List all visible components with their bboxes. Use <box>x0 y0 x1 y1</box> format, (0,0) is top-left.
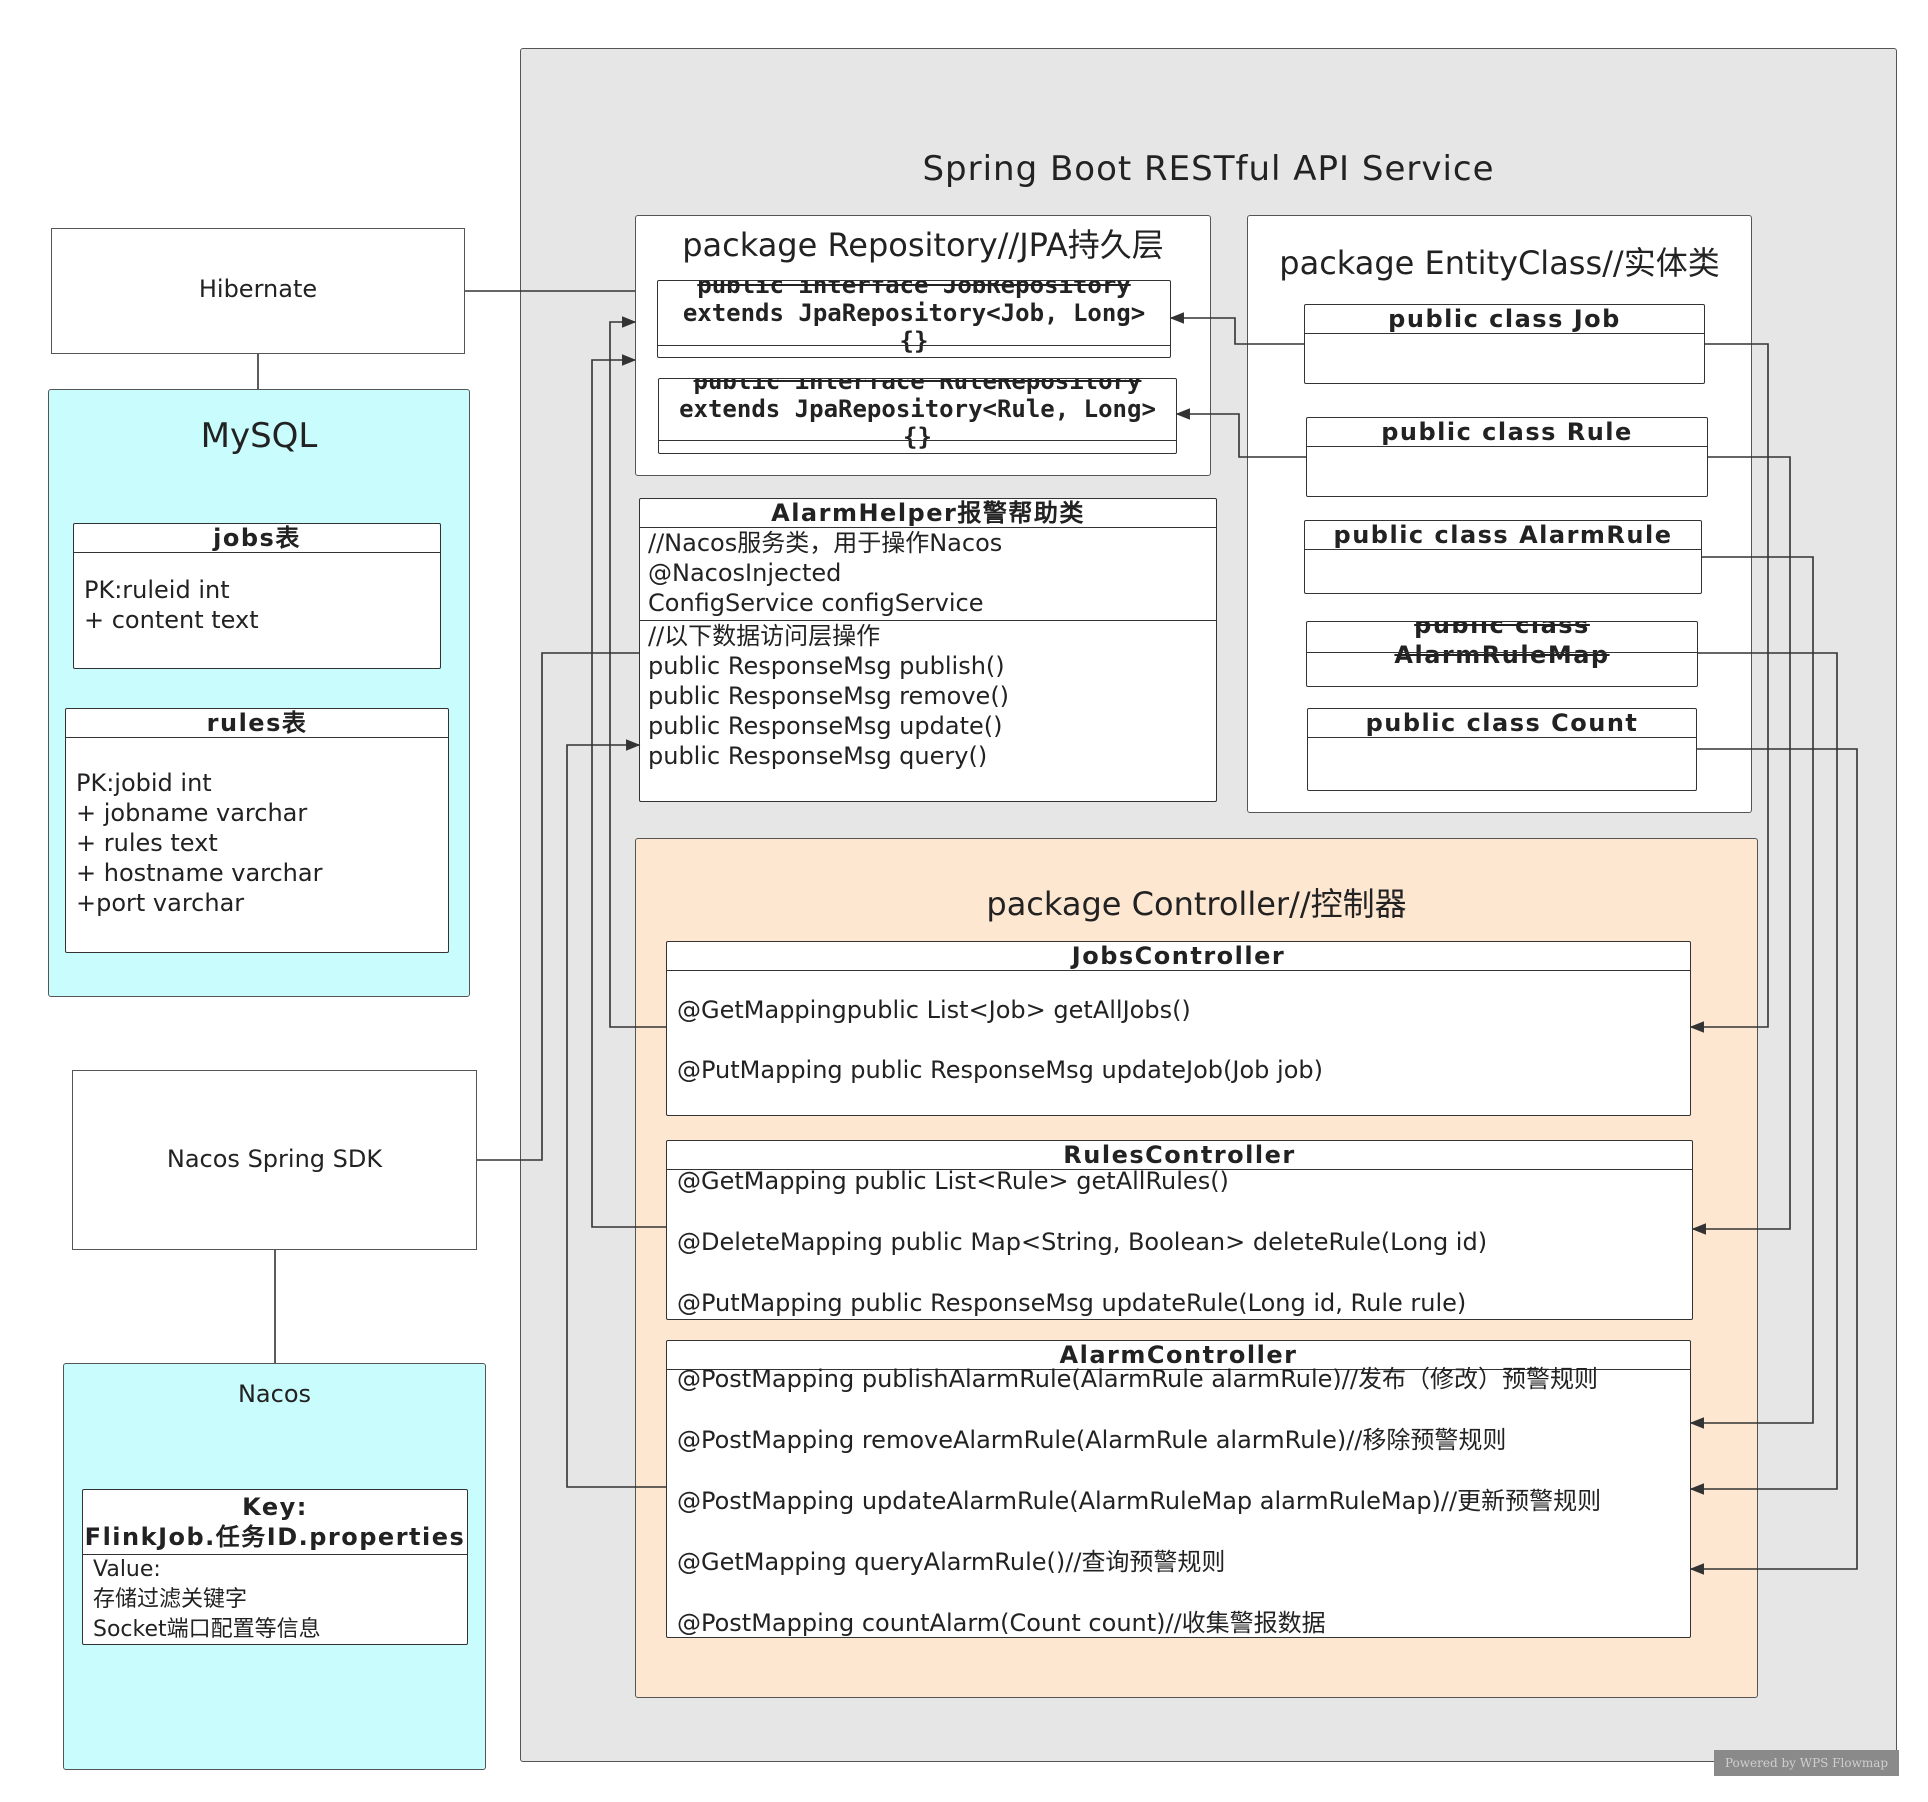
alarm-controller-name: AlarmController <box>667 1341 1690 1370</box>
alarm-controller-method: @GetMapping queryAlarmRule()//查询预警规则 <box>677 1548 1226 1576</box>
alarm-helper-method: public ResponseMsg query() <box>648 742 988 770</box>
nacos-title: Nacos <box>237 1380 312 1408</box>
entity-class-rule: public class Rule <box>1306 417 1708 497</box>
entity-class-count: public class Count <box>1307 708 1697 791</box>
alarm-helper-method: public ResponseMsg remove() <box>648 682 1010 710</box>
rules-controller-method: @GetMapping public List<Rule> getAllRule… <box>677 1167 1229 1195</box>
alarm-helper-method: public ResponseMsg update() <box>648 712 1003 740</box>
alarm-helper-fields: //Nacos服务类，用于操作Nacos @NacosInjected Conf… <box>640 528 1216 621</box>
entity-class-alarmrulemap-line2: AlarmRuleMap <box>1394 641 1610 669</box>
connector-alarmctrl-helper <box>566 739 666 1488</box>
rule-repo-line1: public interface RuleRepository <box>693 378 1142 395</box>
jobs-table-name: jobs表 <box>74 524 440 553</box>
rules-table-field: + jobname varchar <box>76 799 308 827</box>
nacos-container: Nacos Key: FlinkJob.任务ID.properties Valu… <box>63 1363 486 1770</box>
jobs-controller-name: JobsController <box>667 942 1690 971</box>
entity-class-count-name: public class Count <box>1308 709 1696 738</box>
connector-rule-rulerepo <box>1175 408 1306 458</box>
connector-jobsctrl-jobrepo <box>609 316 666 1028</box>
entity-class-alarmrule: public class AlarmRule <box>1304 520 1702 594</box>
nacos-sdk-label: Nacos Spring SDK <box>166 1145 383 1173</box>
entity-class-alarmrulemap: public class AlarmRuleMap <box>1306 621 1698 687</box>
mysql-title: MySQL <box>200 416 318 456</box>
watermark: Powered by WPS Flowmap <box>1714 1750 1899 1776</box>
rules-table-name: rules表 <box>66 709 448 738</box>
alarm-controller-method: @PostMapping publishAlarmRule(AlarmRule … <box>677 1365 1598 1393</box>
alarm-helper-method: //以下数据访问层操作 <box>648 622 881 650</box>
rule-repo-line3: {} <box>903 423 932 451</box>
entity-title: package EntityClass//实体类 <box>1279 244 1720 282</box>
alarm-controller-method: @PostMapping removeAlarmRule(AlarmRule a… <box>677 1426 1507 1454</box>
alarm-helper-field: ConfigService configService <box>648 589 984 617</box>
connector-job-jobsctrl <box>1689 343 1769 1033</box>
job-repo-line2: extends JpaRepository<Job, Long> <box>682 299 1146 327</box>
nacos-sdk-box: Nacos Spring SDK <box>72 1070 477 1250</box>
nacos-key-header: Key: FlinkJob.任务ID.properties <box>83 1490 467 1555</box>
connector-count-alarmctrl <box>1689 748 1858 1575</box>
service-title: Spring Boot RESTful API Service <box>922 149 1495 189</box>
job-repo-line3: {} <box>899 327 929 355</box>
job-repository-interface: public interface JobRepository extends J… <box>657 280 1171 358</box>
nacos-value-line: Value: <box>93 1557 161 1582</box>
nacos-key-box: Key: FlinkJob.任务ID.properties Value: 存储过… <box>82 1489 468 1645</box>
jobs-table: jobs表 PK:ruleid int + content text <box>73 523 441 669</box>
jobs-controller-method: @GetMappingpublic List<Job> getAllJobs() <box>677 996 1191 1024</box>
nacos-key-line1: Key: <box>242 1493 308 1521</box>
alarm-controller-method: @PostMapping countAlarm(Count count)//收集… <box>677 1609 1326 1637</box>
alarm-controller: AlarmController @PostMapping publishAlar… <box>666 1340 1691 1638</box>
connector-alarmrule-alarmctrl <box>1689 556 1814 1429</box>
nacos-value-line: 存储过滤关键字 <box>93 1587 248 1612</box>
alarm-helper-methods: //以下数据访问层操作 public ResponseMsg publish()… <box>640 621 1216 771</box>
rules-controller-method: @DeleteMapping public Map<String, Boolea… <box>677 1228 1488 1256</box>
job-repo-line1: public interface JobRepository <box>697 280 1131 299</box>
connector-alarmrulemap-alarmctrl <box>1689 652 1838 1495</box>
connector-rule-rulesctrl <box>1691 456 1791 1235</box>
rules-table-field: +port varchar <box>76 889 245 917</box>
rule-repo-line2: extends JpaRepository<Rule, Long> <box>679 395 1156 423</box>
jobs-table-field: PK:ruleid int <box>84 576 230 604</box>
rule-repository-interface: public interface RuleRepository extends … <box>658 378 1177 454</box>
jobs-controller-method: @PutMapping public ResponseMsg updateJob… <box>677 1056 1323 1084</box>
alarm-controller-method: @PostMapping updateAlarmRule(AlarmRuleMa… <box>677 1487 1602 1515</box>
alarm-helper-field: @NacosInjected <box>648 559 842 587</box>
entity-class-job-name: public class Job <box>1305 305 1704 334</box>
connector-rulesctrl-rulerepo <box>591 354 666 1228</box>
entity-class-alarmrule-name: public class AlarmRule <box>1305 521 1701 550</box>
rules-controller-method: @PutMapping public ResponseMsg updateRul… <box>677 1289 1467 1317</box>
rules-table-field: PK:jobid int <box>76 769 212 797</box>
connector-sdk-alarmhelper <box>477 652 639 1161</box>
rules-table: rules表 PK:jobid int + jobname varchar + … <box>65 708 449 953</box>
controller-title: package Controller//控制器 <box>986 885 1407 923</box>
entity-class-job: public class Job <box>1304 304 1705 384</box>
hibernate-box: Hibernate <box>51 228 465 354</box>
rules-controller: RulesController @GetMapping public List<… <box>666 1140 1693 1320</box>
jobs-controller: JobsController @GetMappingpublic List<Jo… <box>666 941 1691 1116</box>
repository-title: package Repository//JPA持久层 <box>682 226 1164 264</box>
rules-table-field: + rules text <box>76 829 218 857</box>
hibernate-label: Hibernate <box>198 275 318 303</box>
entity-class-rule-name: public class Rule <box>1307 418 1707 447</box>
alarm-helper-title: AlarmHelper报警帮助类 <box>640 499 1216 528</box>
nacos-value-line: Socket端口配置等信息 <box>93 1617 321 1642</box>
rules-table-field: + hostname varchar <box>76 859 323 887</box>
connector-job-jobrepo <box>1169 312 1304 345</box>
mysql-container: MySQL jobs表 PK:ruleid int + content text… <box>48 389 470 997</box>
entity-class-alarmrulemap-line1: public class <box>1414 621 1590 639</box>
alarm-helper-field: //Nacos服务类，用于操作Nacos <box>648 529 1003 557</box>
jobs-table-field: + content text <box>84 606 259 634</box>
alarm-helper-class: AlarmHelper报警帮助类 //Nacos服务类，用于操作Nacos @N… <box>639 498 1217 802</box>
alarm-helper-method: public ResponseMsg publish() <box>648 652 1005 680</box>
nacos-key-line2: FlinkJob.任务ID.properties <box>84 1523 466 1551</box>
rules-controller-name: RulesController <box>667 1141 1692 1170</box>
